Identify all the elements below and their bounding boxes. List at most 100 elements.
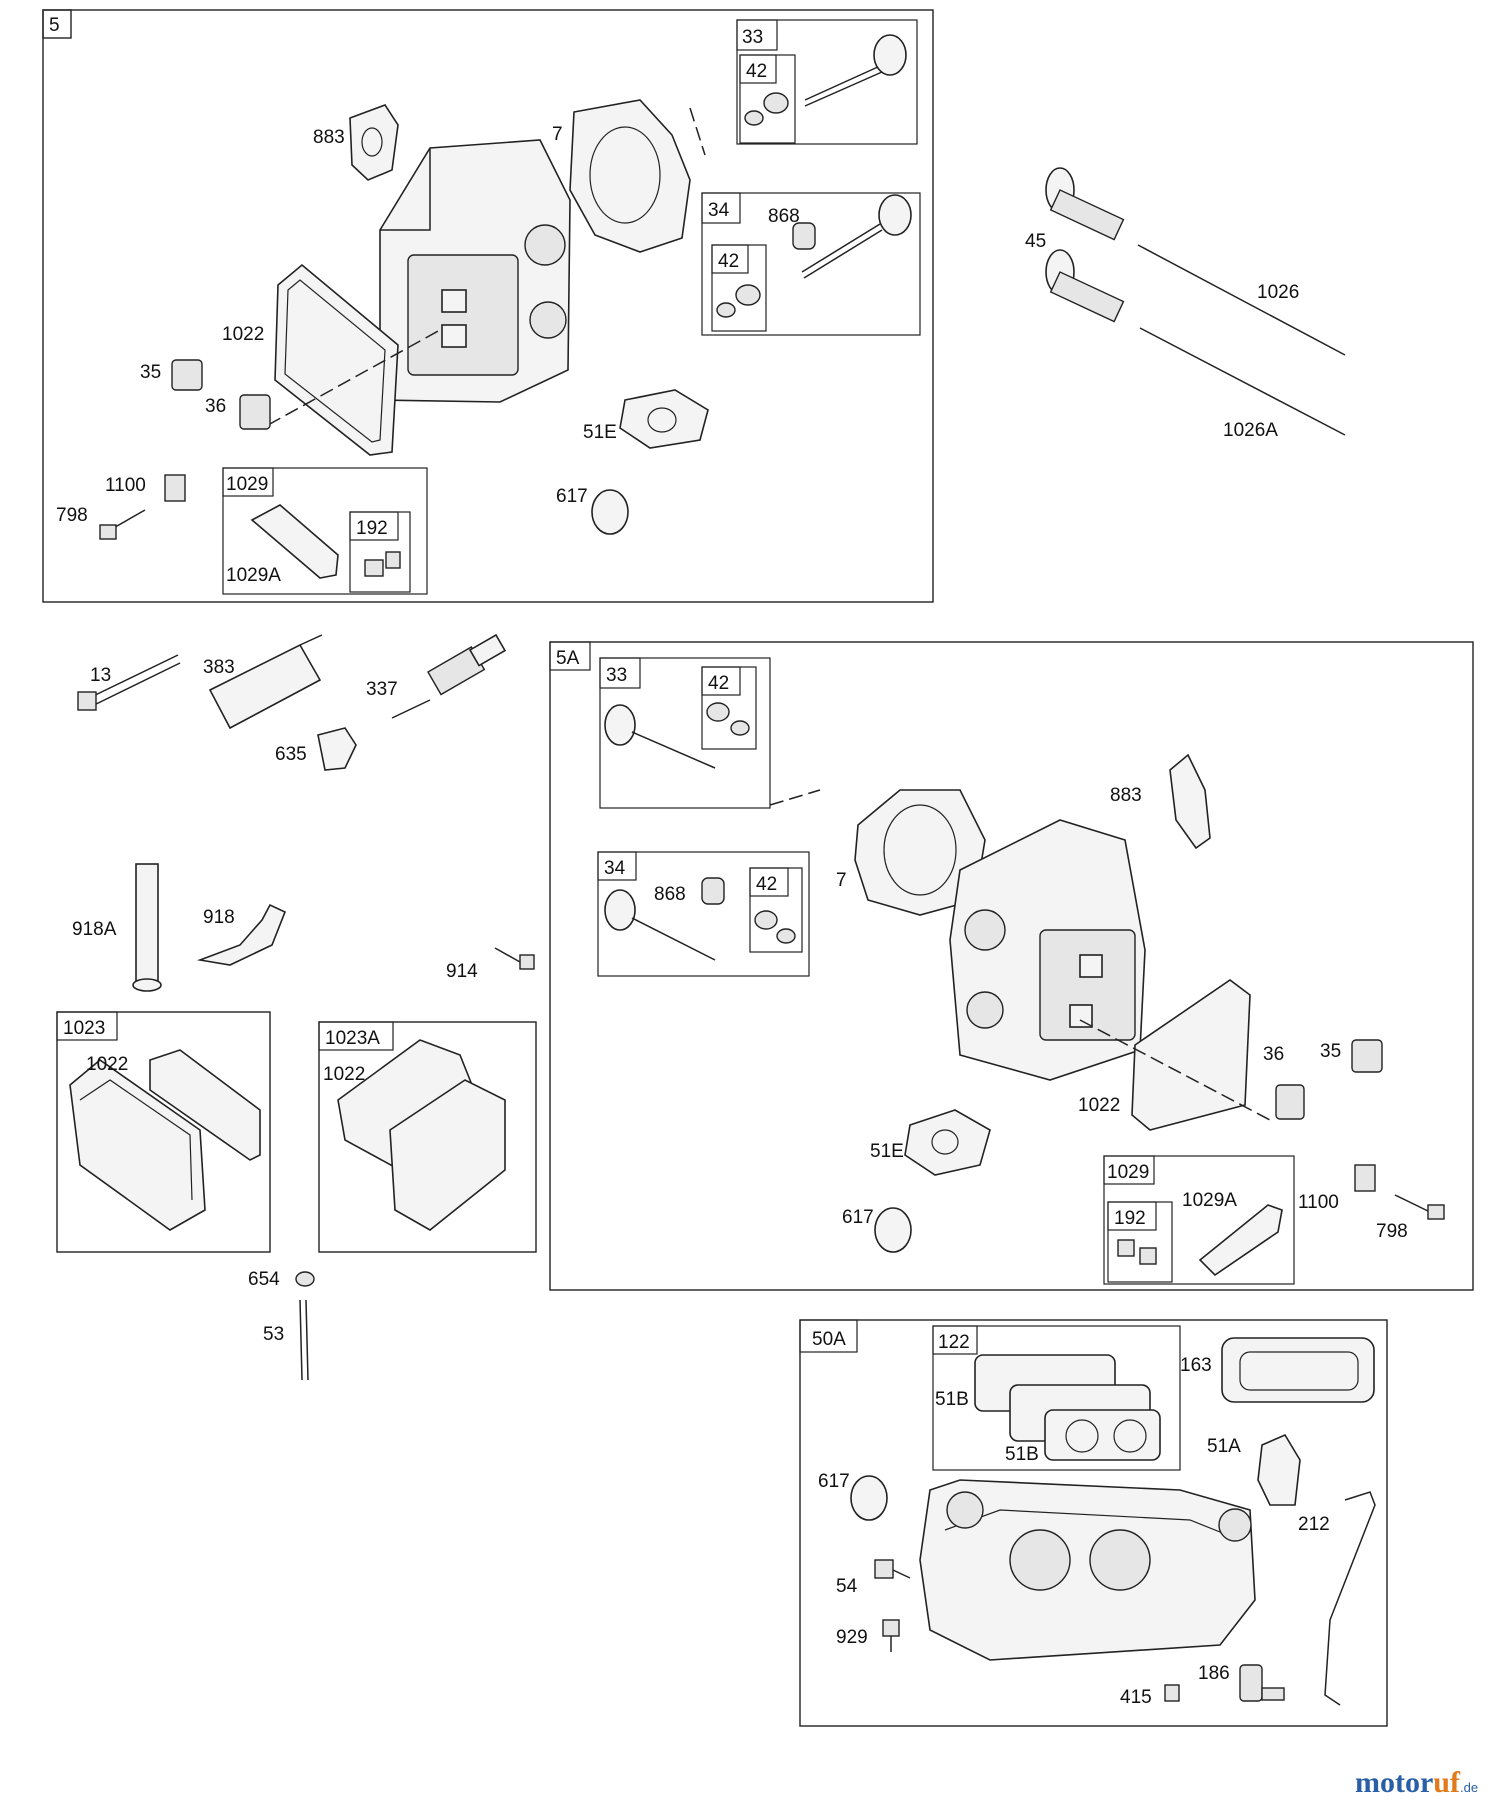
gasket-51a-icon xyxy=(1257,1433,1301,1506)
box-1023a xyxy=(318,1021,537,1253)
intake-gasket-883-icon xyxy=(1169,753,1211,850)
label: 337 xyxy=(366,679,398,700)
valve-keeper-icon xyxy=(744,110,764,126)
pivot-1100-icon xyxy=(1354,1164,1376,1192)
spring-36-icon xyxy=(239,394,271,430)
label: 53 xyxy=(263,1324,284,1345)
group-5-frame xyxy=(42,9,934,603)
label: 883 xyxy=(313,127,345,148)
pivot-1100-icon xyxy=(164,474,186,502)
gasket-51e-icon xyxy=(619,389,709,449)
stud-53-icon xyxy=(299,1299,309,1381)
svg-text:42: 42 xyxy=(746,61,767,82)
label: 1029A xyxy=(1182,1190,1237,1211)
valve-cover-gasket-icon xyxy=(1131,979,1251,1131)
label: 1026 xyxy=(1257,282,1299,303)
bolt-798-icon xyxy=(1394,1194,1445,1220)
gasket-51e-icon xyxy=(904,1109,991,1176)
ignition-coil-383-icon xyxy=(208,634,323,730)
label: 1022 xyxy=(86,1054,128,1075)
label: 383 xyxy=(203,657,235,678)
screw-914-icon xyxy=(494,947,535,970)
svg-text:42: 42 xyxy=(756,874,777,895)
label: 1022 xyxy=(1078,1095,1120,1116)
label: 868 xyxy=(768,206,800,227)
misc-labels: 13 383 337 635 918A 918 914 1022 1022 65… xyxy=(72,657,478,1345)
svg-text:33: 33 xyxy=(606,665,627,686)
rocker-arm-1029a-icon xyxy=(250,504,339,579)
label: 1026A xyxy=(1223,420,1278,441)
label: 617 xyxy=(842,1207,874,1228)
label: 654 xyxy=(248,1269,280,1290)
group-5-box-34 xyxy=(701,192,921,336)
svg-text:1029: 1029 xyxy=(1107,1162,1149,1183)
group-5a-tag: 5A xyxy=(556,648,580,669)
label: 51E xyxy=(583,422,617,443)
intake-manifold-icon xyxy=(919,1479,1256,1661)
label: 918 xyxy=(203,907,235,928)
bolt-929-icon xyxy=(882,1619,900,1652)
gasket-1022-icon xyxy=(149,1049,261,1161)
label: 212 xyxy=(1298,1514,1330,1535)
label: 1100 xyxy=(1298,1192,1339,1213)
gasket-163-icon xyxy=(1221,1337,1375,1403)
box-1023 xyxy=(56,1011,271,1253)
valve-cover-icon xyxy=(69,1058,206,1231)
head-gasket-icon xyxy=(569,99,691,253)
svg-text:192: 192 xyxy=(356,518,388,539)
oring-617-icon xyxy=(850,1475,888,1521)
valve-guide-868-icon xyxy=(792,222,816,250)
label: 617 xyxy=(556,486,588,507)
fitting-186-icon xyxy=(1239,1664,1285,1702)
group-5-tag: 5 xyxy=(49,15,60,36)
label: 929 xyxy=(836,1627,868,1648)
label: 883 xyxy=(1110,785,1142,806)
rod-212-icon xyxy=(1324,1491,1376,1706)
valve-cover-icon xyxy=(389,1079,506,1231)
label: 51B xyxy=(935,1389,969,1410)
label: 1100 xyxy=(105,475,146,496)
pushrods-icon xyxy=(1045,167,1346,436)
box-1023a-tag: 1023A xyxy=(325,1028,380,1049)
group-5a-box-34 xyxy=(597,851,810,977)
label: 45 xyxy=(1025,231,1046,252)
screw-54-icon xyxy=(874,1559,911,1579)
label: 54 xyxy=(836,1576,858,1597)
spring-35-icon xyxy=(1351,1039,1383,1073)
group-5a-box-1029 xyxy=(1103,1155,1295,1285)
group-5a-box-33 xyxy=(599,657,771,809)
group-5a-frame xyxy=(549,641,1474,1291)
group-5-tag-box xyxy=(42,9,72,39)
label: 798 xyxy=(1376,1221,1408,1242)
label: 36 xyxy=(1263,1044,1284,1065)
box-122 xyxy=(932,1325,1181,1471)
group-5-box-1029 xyxy=(222,467,428,595)
group-5: 5 33 42 34 42 xyxy=(42,9,1346,603)
label: 163 xyxy=(1180,1355,1212,1376)
label: 35 xyxy=(140,362,161,383)
bolt-13-icon xyxy=(77,654,181,711)
group-50a-labels: 163 51B 51B 51A 617 212 54 929 186 415 xyxy=(818,1355,1330,1708)
svg-text:34: 34 xyxy=(604,858,626,879)
dipstick-tube-918a-icon xyxy=(132,863,162,992)
svg-text:42: 42 xyxy=(718,251,739,272)
rocker-arm-1029a-icon xyxy=(1198,1204,1283,1277)
nut-654-icon xyxy=(295,1271,315,1287)
label: 914 xyxy=(446,961,478,982)
spring-35-icon xyxy=(171,359,203,391)
watermark-logo: motoruf.de xyxy=(1355,1766,1478,1799)
label: 51A xyxy=(1207,1436,1241,1457)
plug-boot-635-icon xyxy=(317,727,357,771)
label: 35 xyxy=(1320,1041,1341,1062)
label: 7 xyxy=(552,124,563,145)
oring-617-icon xyxy=(874,1207,912,1253)
cylinder-head-icon xyxy=(949,819,1146,1081)
group-5-tag-1029: 1029 xyxy=(226,474,268,495)
group-5-box-33 xyxy=(736,19,918,145)
spark-plug-337-icon xyxy=(391,633,507,719)
svg-text:42: 42 xyxy=(708,673,729,694)
label: 1029A xyxy=(226,565,281,586)
hose-918-icon xyxy=(196,903,287,966)
